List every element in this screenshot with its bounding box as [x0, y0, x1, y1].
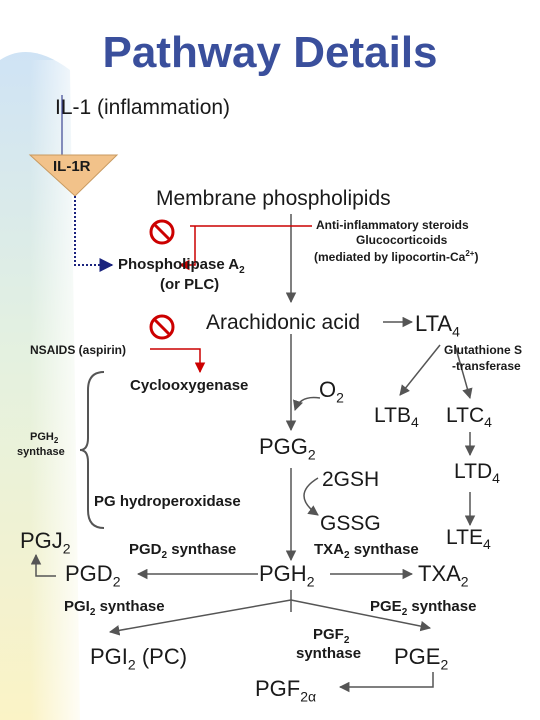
cyclooxygenase-label: Cyclooxygenase	[130, 377, 249, 394]
lte4-label: LTE4	[446, 526, 491, 553]
pgj2-label: PGJ2	[20, 528, 71, 557]
hydroperoxidase-label: PG hydroperoxidase	[94, 493, 241, 510]
pgg2-label: PGG2	[259, 434, 316, 463]
pge2-synthase-label: PGE2 synthase	[370, 598, 477, 618]
membrane-label: Membrane phospholipids	[156, 187, 391, 210]
ltd4-label: LTD4	[454, 460, 500, 487]
arachidonic-acid-label: Arachidonic acid	[206, 311, 361, 334]
phospholipase-alt-label: (or PLC)	[160, 276, 220, 293]
receptor-label: IL-1R	[53, 158, 91, 175]
pgh2-label: PGH2	[259, 561, 315, 590]
pgi2-synthase-label: PGI2 synthase	[64, 598, 165, 618]
ltb4-label: LTB4	[374, 404, 419, 431]
pgh2-synthase-line2: synthase	[17, 446, 65, 458]
gssg-label: GSSG	[320, 512, 381, 535]
txa2-synthase-label: TXA2 synthase	[314, 541, 419, 561]
ltc4-label: LTC4	[446, 404, 492, 431]
pgi2-label: PGI2 (PC)	[90, 644, 188, 673]
lta4-label: LTA4	[415, 311, 460, 340]
inhibit-nsaids-icon	[149, 314, 175, 340]
pgd2-synthase-label: PGD2 synthase	[129, 541, 237, 561]
nsaids-label: NSAIDS (aspirin)	[30, 343, 127, 357]
glutathione-line1: Glutathione S	[444, 343, 522, 357]
pgf2-synthase-line2: synthase	[296, 645, 362, 662]
steroids-line3: (mediated by lipocortin-Ca2+)	[314, 249, 479, 264]
receptor-triangle	[28, 154, 119, 197]
pge2-label: PGE2	[394, 644, 449, 673]
pgd2-label: PGD2	[65, 561, 121, 590]
steroids-line2: Glucocorticoids	[356, 233, 448, 247]
pgh2-synthase-label: PGH2	[30, 431, 59, 446]
phospholipase-label: Phospholipase A2	[118, 256, 245, 276]
pgf2-synthase-label: PGF2	[313, 626, 350, 646]
o2-label: O2	[319, 377, 344, 406]
txa2-label: TXA2	[418, 561, 469, 590]
glutathione-line2: -transferase	[452, 359, 521, 373]
left-brace	[79, 371, 105, 529]
page-title: Pathway Details	[102, 28, 438, 77]
steroids-line1: Anti-inflammatory steroids	[316, 218, 469, 232]
2gsh-label: 2GSH	[322, 468, 380, 491]
pgf2a-label: PGF2α	[255, 676, 317, 705]
il1-label: IL-1 (inflammation)	[55, 96, 231, 119]
inhibit-steroid-icon	[149, 219, 175, 245]
